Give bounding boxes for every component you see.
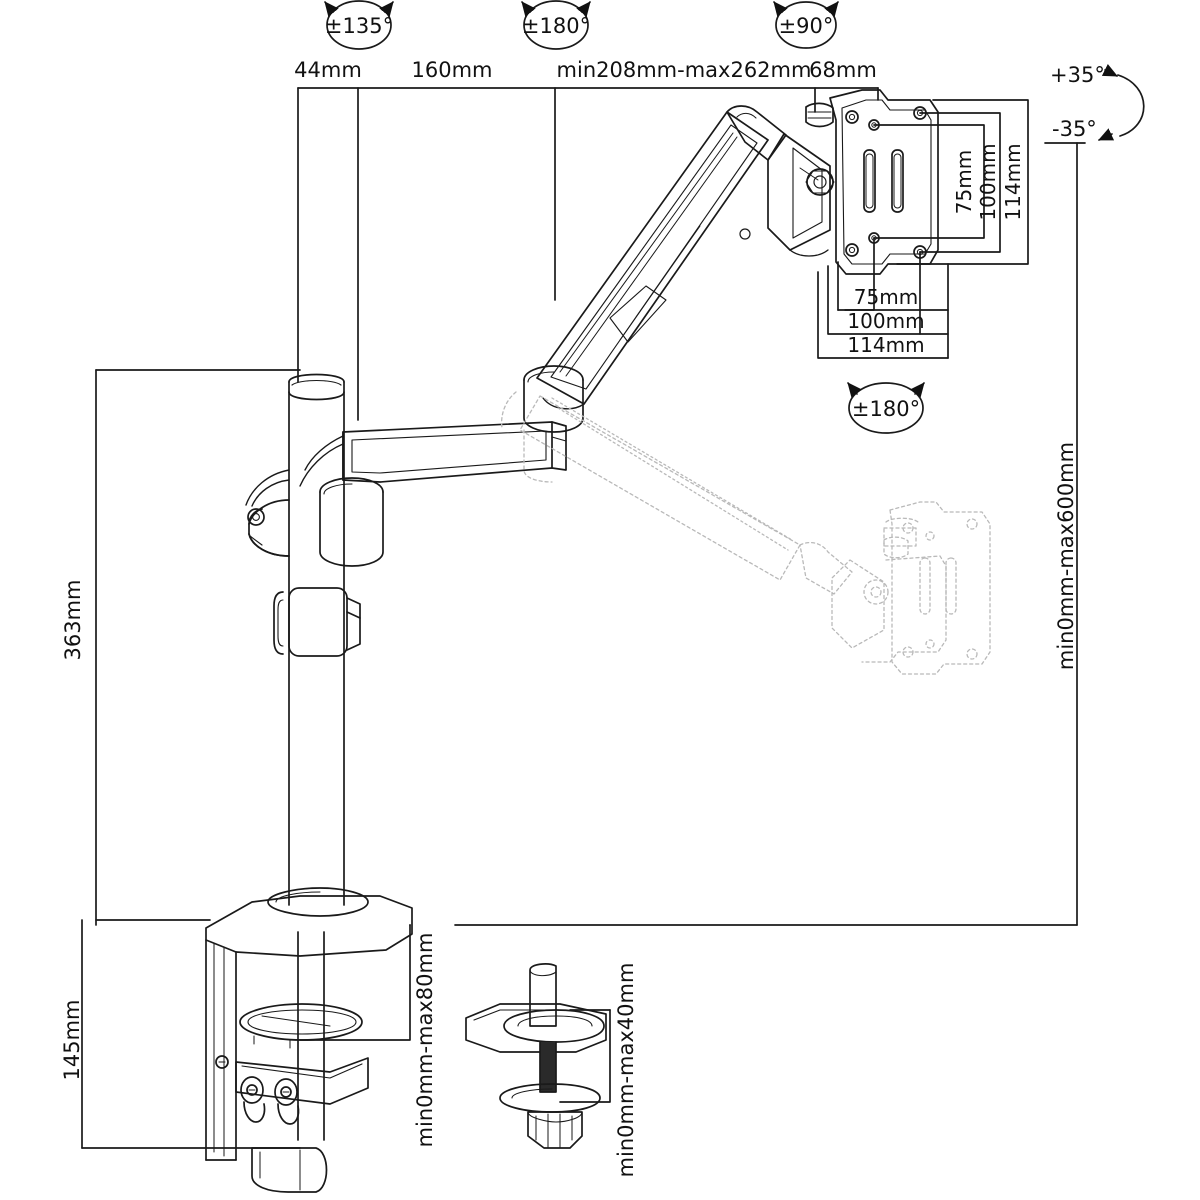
badge-arm-head-swivel xyxy=(773,1,839,49)
dim-label-pole-to-arm-offset: 44mm xyxy=(294,58,362,82)
desk-clamp-base xyxy=(205,887,413,1193)
dim-label-grommet-thickness: min0mm-max40mm xyxy=(614,963,638,1178)
dim-label-upper-arm-reach: min208mm-max262mm xyxy=(557,58,812,82)
badge-label-arm-head-swivel: ±90° xyxy=(779,14,834,38)
top-dimension-chain xyxy=(297,87,879,421)
dim-label-vesa-v-114: 114mm xyxy=(1001,143,1025,220)
badge-label-pole-swivel: ±135° xyxy=(325,14,393,38)
dim-label-lower-arm-length: 160mm xyxy=(412,58,493,82)
vesa-horizontal-dimensions xyxy=(817,237,949,359)
vesa-vertical-dimensions xyxy=(873,99,1029,265)
dim-label-vesa-h-100: 100mm xyxy=(847,309,924,333)
dim-label-head-depth: 68mm xyxy=(809,58,877,82)
upper-gas-spring-arm xyxy=(536,105,787,410)
badge-elbow-swivel xyxy=(521,0,591,50)
dim-label-height-adjust-range: min0mm-max600mm xyxy=(1054,442,1078,670)
tilt-up-label: +35° xyxy=(1050,63,1105,87)
vesa-plate xyxy=(829,89,939,275)
dim-label-clamp-height: 145mm xyxy=(60,1000,84,1081)
badge-pole-swivel xyxy=(324,0,394,50)
tilt-down-label: -35° xyxy=(1052,117,1097,141)
shoulder-collar xyxy=(245,469,290,557)
ghost-lowered-arm xyxy=(500,391,991,675)
left-dimension-chain xyxy=(81,369,301,1149)
clamp-thickness-leader xyxy=(299,924,411,1041)
lower-arm-hub xyxy=(319,477,384,567)
thumbscrew-left xyxy=(240,1076,266,1123)
grommet-mount-base xyxy=(465,963,607,1149)
dim-label-pole-height: 363mm xyxy=(61,580,85,661)
dim-label-vesa-v-100: 100mm xyxy=(976,143,1000,220)
height-adjust-dimension xyxy=(454,142,1086,926)
cable-clip xyxy=(273,587,361,657)
lower-arm xyxy=(299,421,567,487)
badge-label-elbow-swivel: ±180° xyxy=(522,14,590,38)
tilt-knuckle xyxy=(767,102,835,257)
dim-label-vesa-v-75: 75mm xyxy=(952,150,976,214)
badge-vesa-rotation xyxy=(847,382,925,434)
dim-label-vesa-h-75: 75mm xyxy=(854,285,918,309)
dim-label-desk-clamp-thickness: min0mm-max80mm xyxy=(413,933,437,1148)
badge-label-vesa-rotation: ±180° xyxy=(852,397,920,421)
thumbscrew-right xyxy=(274,1078,300,1125)
tilt-indicator xyxy=(1098,63,1145,141)
dim-label-vesa-h-114: 114mm xyxy=(847,333,924,357)
